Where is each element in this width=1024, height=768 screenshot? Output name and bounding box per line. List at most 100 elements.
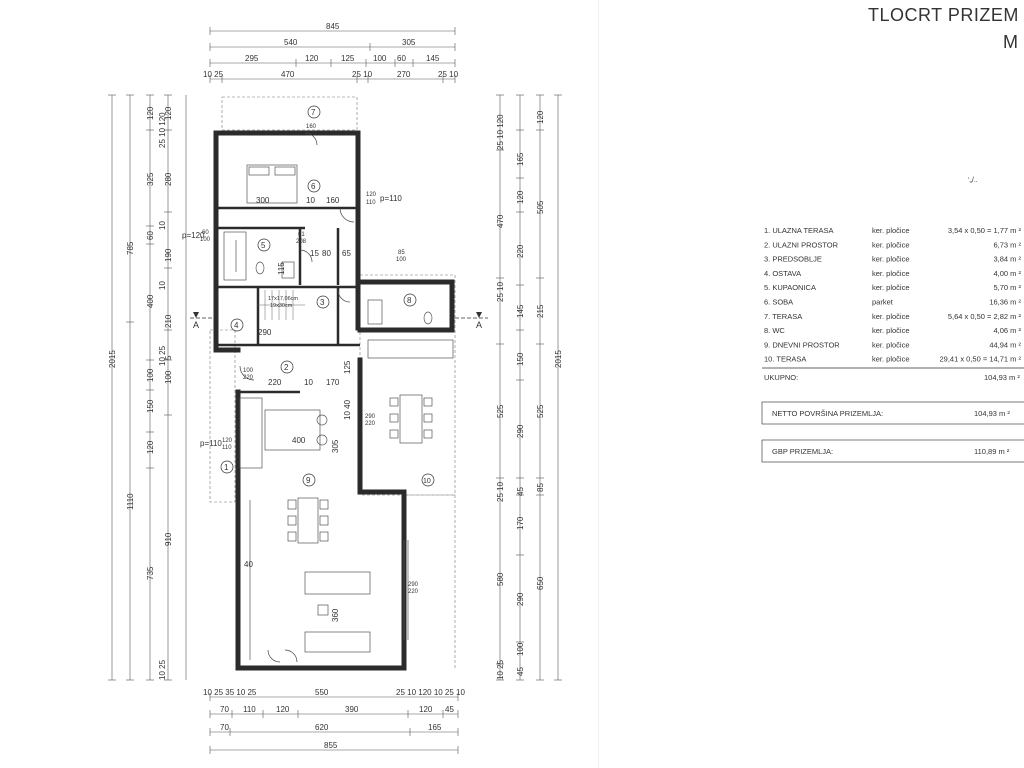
area-row-value: 4,00 m ² bbox=[993, 269, 1021, 278]
bottom-dimension-lines bbox=[210, 696, 458, 751]
area-row-value: 5,64 x 0,50 = 2,82 m ² bbox=[948, 312, 1022, 321]
dim-right-290b: 290 bbox=[516, 592, 525, 606]
left-dimension-lines bbox=[111, 95, 187, 680]
dim-right-25-10b: 25 10 bbox=[496, 481, 505, 502]
svg-text:p=110: p=110 bbox=[380, 194, 402, 203]
svg-text:290: 290 bbox=[258, 328, 272, 337]
dim-top-145: 145 bbox=[426, 54, 440, 63]
dim-bottom-70a: 70 bbox=[220, 705, 229, 714]
dim-right-45b: 45 bbox=[516, 667, 525, 676]
dim-top-100: 100 bbox=[373, 54, 387, 63]
room-10-marker: 10 bbox=[421, 473, 435, 487]
dim-right-505: 505 bbox=[536, 200, 545, 214]
svg-text:100: 100 bbox=[243, 368, 254, 374]
total-label: UKUPNO: bbox=[764, 373, 798, 382]
dim-right-150: 150 bbox=[516, 352, 525, 366]
dim-left-280: 280 bbox=[164, 172, 173, 186]
dim-right-165: 165 bbox=[516, 152, 525, 166]
kitchen-units bbox=[239, 339, 454, 469]
top-dimension-lines bbox=[210, 30, 455, 80]
dim-left-325: 325 bbox=[146, 172, 155, 186]
dim-left-120c: 120 bbox=[164, 106, 173, 120]
svg-text:p=110: p=110 bbox=[200, 439, 222, 448]
door-swings bbox=[239, 132, 355, 663]
dim-top-270: 270 bbox=[397, 70, 411, 79]
dim-right-470: 470 bbox=[496, 214, 505, 228]
dim-left-25-10-120: 25 10 120 bbox=[158, 112, 167, 148]
dim-right-45a: 45 bbox=[516, 487, 525, 496]
sheet-mark: ‘„/.. bbox=[968, 177, 978, 184]
dim-right-120b: 120 bbox=[536, 110, 545, 124]
svg-text:100: 100 bbox=[396, 257, 407, 263]
room-7-marker: 7 bbox=[307, 105, 321, 119]
room-number-markers: 7 6 5 3 8 4 2 1 9 10 bbox=[220, 105, 435, 487]
room-1-marker: 1 bbox=[220, 460, 234, 474]
svg-text:10 40: 10 40 bbox=[343, 399, 352, 420]
dim-bottom-total: 855 bbox=[324, 741, 338, 750]
dining-table-terrace bbox=[389, 394, 433, 444]
area-row-floor: ker. pločice bbox=[872, 283, 910, 292]
dim-right-85: 85 bbox=[536, 483, 545, 492]
dim-top-60: 60 bbox=[397, 54, 406, 63]
dim-left-785: 785 bbox=[126, 241, 135, 255]
dim-left-120b: 120 bbox=[146, 440, 155, 454]
area-row-floor: ker. pločice bbox=[872, 355, 910, 364]
dim-left-910: 910 bbox=[164, 532, 173, 546]
dim-right-25-10-120: 25 10 120 bbox=[496, 114, 505, 150]
dim-right-525b: 525 bbox=[536, 404, 545, 418]
area-row-name: 6. SOBA bbox=[764, 298, 793, 307]
dining-table-living bbox=[287, 497, 329, 544]
svg-text:61: 61 bbox=[298, 232, 305, 238]
area-row-name: 3. PREDSOBLJE bbox=[764, 255, 822, 264]
sheet-fold-line bbox=[598, 0, 599, 768]
area-row-floor: ker. pločice bbox=[872, 255, 910, 264]
svg-text:A: A bbox=[476, 320, 482, 330]
dim-left-1110: 1110 bbox=[126, 493, 135, 510]
area-row-floor: parket bbox=[872, 298, 894, 307]
dim-bottom-550: 550 bbox=[315, 688, 329, 697]
dim-top-305: 305 bbox=[402, 38, 416, 47]
svg-text:220: 220 bbox=[365, 421, 376, 427]
dim-right-total: 2015 bbox=[554, 350, 563, 368]
room-8-marker: 8 bbox=[403, 293, 417, 307]
area-row-floor: ker. pločice bbox=[872, 226, 910, 235]
svg-text:1: 1 bbox=[224, 463, 229, 472]
area-row-name: 5. KUPAONICA bbox=[764, 283, 816, 292]
dim-right-120a: 120 bbox=[516, 190, 525, 204]
svg-text:65: 65 bbox=[342, 249, 351, 258]
area-row-floor: ker. pločice bbox=[872, 312, 910, 321]
interior-dimension-labels: 300 10 160 120 110 p=110 p=120 60 100 61… bbox=[182, 124, 419, 622]
dim-top-25-10b: 25 10 bbox=[438, 70, 459, 79]
svg-text:220: 220 bbox=[306, 131, 317, 137]
dim-top-295: 295 bbox=[245, 54, 259, 63]
svg-text:120: 120 bbox=[366, 192, 377, 198]
svg-text:10: 10 bbox=[306, 196, 315, 205]
dim-left-10b: 10 bbox=[158, 281, 167, 290]
svg-text:300: 300 bbox=[256, 196, 270, 205]
top-dimension-ticks bbox=[209, 27, 456, 83]
dim-top-540: 540 bbox=[284, 38, 298, 47]
dim-right-580: 580 bbox=[496, 572, 505, 586]
svg-text:160: 160 bbox=[306, 124, 317, 130]
dim-left-210: 210 bbox=[164, 314, 173, 328]
netto-box bbox=[761, 401, 1024, 425]
room-5-marker: 5 bbox=[257, 238, 271, 252]
dim-right-525: 525 bbox=[496, 404, 505, 418]
svg-text:60: 60 bbox=[202, 230, 209, 236]
room-3-marker: 3 bbox=[316, 295, 330, 309]
total-value: 104,93 m ² bbox=[984, 373, 1020, 382]
svg-text:7: 7 bbox=[311, 108, 316, 117]
area-row-name: 4. OSTAVA bbox=[764, 269, 801, 278]
dim-top-120: 120 bbox=[305, 54, 319, 63]
dim-bottom-620: 620 bbox=[315, 723, 329, 732]
dim-right-215: 215 bbox=[536, 304, 545, 318]
dim-bottom-45: 45 bbox=[445, 705, 454, 714]
room-4-marker: 4 bbox=[230, 318, 244, 332]
right-dimension-ticks bbox=[496, 94, 562, 681]
gbp-box bbox=[761, 439, 1024, 463]
svg-text:220: 220 bbox=[408, 589, 419, 595]
area-row-value: 5,70 m ² bbox=[993, 283, 1021, 292]
dim-top-25-10a: 25 10 bbox=[352, 70, 373, 79]
dim-right-650: 650 bbox=[536, 576, 545, 590]
